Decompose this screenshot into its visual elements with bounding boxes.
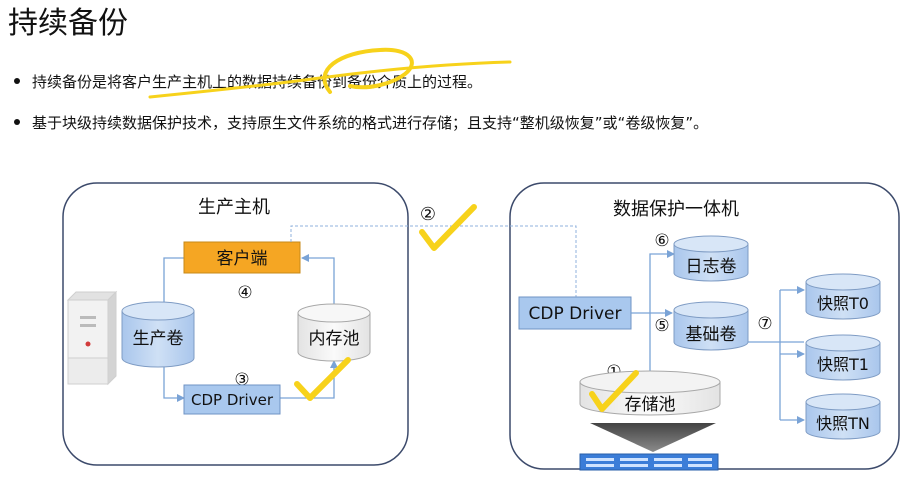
snapshot-t1-cylinder (805, 334, 881, 381)
snapshot-tn-cylinder (805, 393, 881, 440)
cdp-driver-left-box (183, 384, 281, 415)
slide-title: 持续备份 (8, 6, 128, 41)
connector-pool-to-client (301, 254, 335, 304)
connector-to-log (649, 250, 675, 382)
production-volume-label: 生产卷 (133, 329, 184, 349)
storage-pool-label: 存储池 (625, 395, 676, 415)
memory-pool-label: 内存池 (309, 329, 360, 349)
cdp-driver-right-box (518, 296, 632, 330)
memory-pool-cylinder (297, 303, 371, 362)
client-label: 客户端 (217, 249, 268, 269)
base-volume-label: 基础卷 (686, 325, 737, 345)
step-5-label: ⑤ (654, 316, 669, 336)
highlight-circle-scribble (322, 47, 414, 94)
log-volume-label: 日志卷 (686, 257, 737, 277)
bullet-text-2: 基于块级持续数据保护技术，支持原生文件系统的格式进行存储；且支持“整机级恢复”或… (32, 114, 709, 132)
client-box (183, 241, 301, 274)
bullet-item-2: 基于块级持续数据保护技术，支持原生文件系统的格式进行存储；且支持“整机级恢复”或… (14, 113, 708, 133)
snapshot-tn-label: 快照TN (816, 414, 870, 433)
production-host-panel (62, 182, 409, 466)
disk-array-icon (579, 453, 719, 471)
storage-pool-cylinder (579, 370, 721, 416)
protection-appliance-title: 数据保护一体机 (613, 199, 739, 220)
bullet-dot (14, 118, 20, 125)
step-6-label: ⑥ (654, 231, 669, 251)
server-icon (66, 290, 118, 386)
log-volume-cylinder (673, 235, 749, 282)
production-host-title: 生产主机 (198, 197, 270, 218)
snapshot-t0-cylinder (805, 273, 881, 320)
checkmark-step-3 (294, 357, 351, 401)
checkmark-step-1 (589, 370, 639, 412)
step-4-label: ④ (237, 283, 252, 303)
checkmark-step-2 (419, 204, 477, 251)
storage-projection-shape (590, 423, 716, 452)
bullet-dot (14, 77, 20, 84)
production-volume-cylinder (121, 301, 195, 368)
base-volume-cylinder (673, 301, 749, 351)
highlight-annotations (148, 47, 639, 412)
step-7-label: ⑦ (757, 314, 772, 334)
highlight-underline (148, 60, 512, 99)
replication-link (290, 225, 577, 297)
snapshot-t0-label: 快照T0 (817, 294, 869, 313)
step-2-label: ② (420, 204, 436, 225)
cdp-driver-right-label: CDP Driver (529, 304, 622, 324)
cdp-driver-left-label: CDP Driver (191, 391, 274, 409)
snapshot-t1-label: 快照T1 (817, 355, 869, 374)
